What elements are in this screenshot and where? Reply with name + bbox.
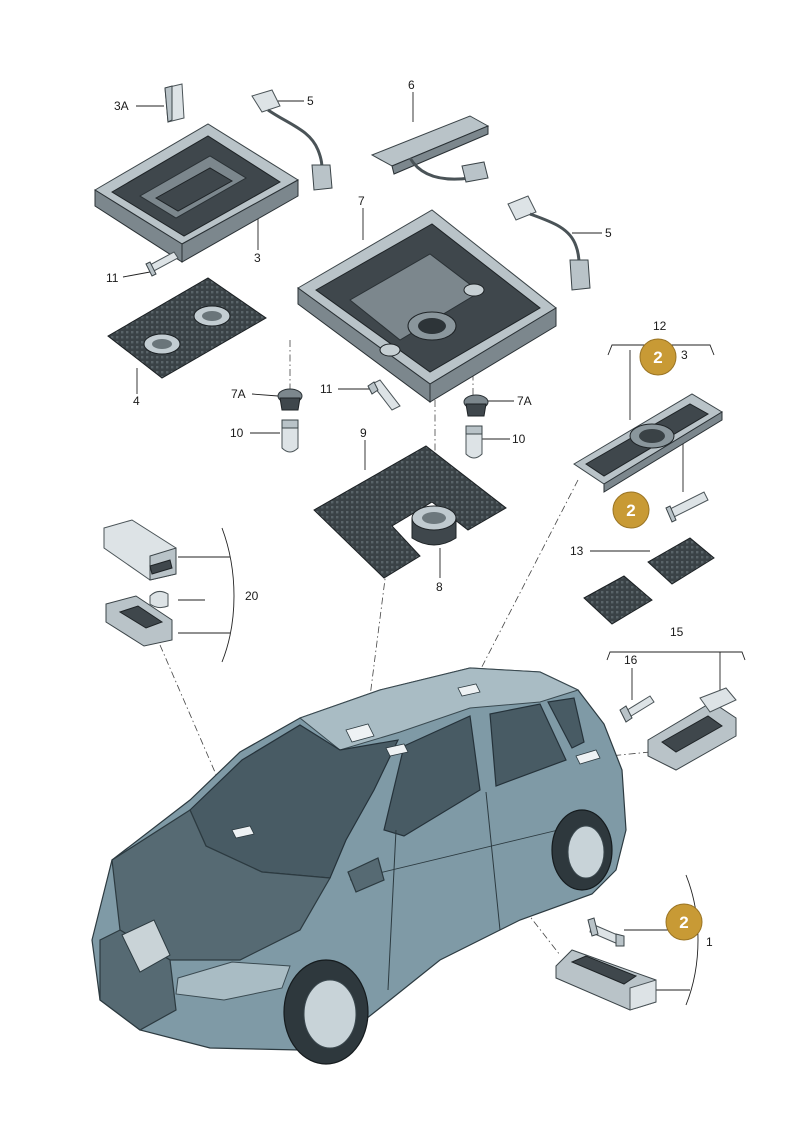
label-13: 13	[570, 544, 584, 558]
festoon-bulb-11-left	[145, 251, 179, 277]
label-3A: 3A	[114, 99, 129, 113]
label-4: 4	[133, 394, 140, 408]
roof-module-housing-3	[94, 123, 299, 263]
leader-lines	[122, 92, 746, 1006]
badge-highlight-2[interactable]: 2	[612, 491, 650, 529]
label-16: 16	[624, 653, 638, 667]
label-10-left: 10	[230, 426, 244, 440]
wire-harness-5-top	[251, 89, 333, 191]
bulb-socket-7A-left	[277, 388, 303, 411]
label-20: 20	[245, 589, 259, 603]
label-7: 7	[358, 194, 365, 208]
badge-2-text: 2	[626, 501, 635, 520]
footwell-bulb-20	[149, 590, 169, 609]
footwell-lamp-20-bottom	[105, 595, 173, 647]
wedge-bulb-10-left	[281, 419, 299, 453]
badge-highlight-3[interactable]: 2	[665, 903, 703, 941]
label-5-top: 5	[307, 94, 314, 108]
roof-module-housing-7	[297, 209, 557, 403]
festoon-bulb-right	[665, 491, 709, 523]
label-3-right: 3	[681, 348, 688, 362]
label-7A-left: 7A	[231, 387, 246, 401]
label-11-left: 11	[106, 271, 119, 285]
festoon-bulb-11-center	[367, 379, 401, 411]
luggage-lamp-1	[555, 949, 657, 1011]
wedge-bulb-10-right	[465, 425, 483, 459]
label-6: 6	[408, 78, 415, 92]
label-12: 12	[653, 319, 667, 333]
label-11-center: 11	[320, 382, 333, 396]
wire-harness-5-right	[507, 195, 591, 291]
label-8: 8	[436, 580, 443, 594]
bulb-socket-7A-right	[463, 394, 489, 417]
rotary-knob-8	[411, 505, 457, 546]
interior-light-12	[573, 393, 723, 493]
label-9: 9	[360, 426, 367, 440]
lens-pieces-13	[583, 537, 715, 625]
label-15: 15	[670, 625, 684, 639]
label-1: 1	[706, 935, 713, 949]
car-illustration	[91, 667, 627, 1065]
badge-highlight-1[interactable]: 2	[639, 338, 677, 376]
label-5-right: 5	[605, 226, 612, 240]
label-7A-right: 7A	[517, 394, 532, 408]
badge-1-text: 2	[653, 348, 662, 367]
label-3: 3	[254, 251, 261, 265]
festoon-bulb-16	[619, 695, 655, 723]
badge-3-text: 2	[679, 913, 688, 932]
lens-cover-4	[107, 277, 267, 379]
lens-plate-9	[313, 445, 507, 579]
festoon-bulb-1	[587, 917, 625, 947]
label-10-right: 10	[512, 432, 526, 446]
connector-3A	[164, 83, 185, 123]
door-lamp-15	[647, 687, 737, 771]
switch-strip-6	[370, 115, 490, 183]
footwell-lamp-20-top	[103, 519, 177, 581]
part-labels: 3A 5 6 3 7 5 11 4 12 3 7A 11 7A 10 10 9 …	[106, 78, 713, 949]
